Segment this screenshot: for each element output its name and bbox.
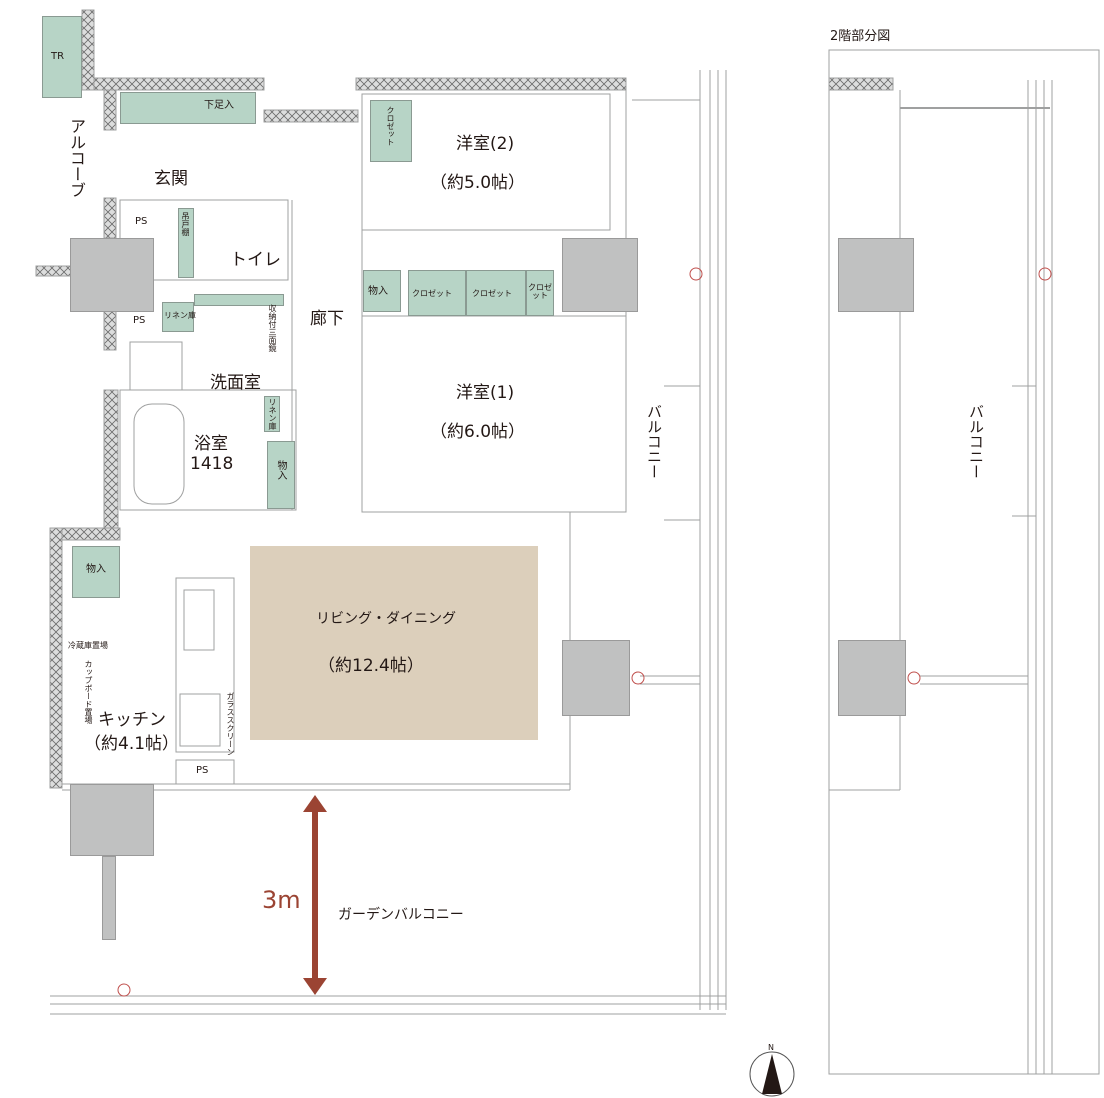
trunk-room — [42, 16, 82, 98]
storage-hallway-label: 物入 — [368, 286, 388, 297]
washroom-label: 洗面室 — [210, 373, 261, 393]
kitchen-name: キッチン — [98, 710, 166, 730]
living-dining-area — [250, 546, 538, 740]
bathroom-label: 浴室 — [194, 434, 228, 454]
western2-size: （約5.0帖） — [430, 173, 526, 193]
living-size: （約12.4帖） — [318, 656, 424, 676]
linen-left — [162, 302, 194, 332]
closet-a-label: クロゼット — [412, 289, 452, 298]
balcony-label: バルコニー — [645, 404, 663, 479]
floor2-balcony-label: バルコニー — [967, 404, 985, 479]
toilet-label: トイレ — [230, 250, 281, 270]
tr-label: TR — [51, 51, 65, 62]
dimension-label: 3m — [262, 886, 301, 914]
mirror-cabinet-label: 収納付三面鏡 — [268, 304, 277, 352]
storage-hallway — [363, 270, 401, 312]
column-2f — [838, 238, 914, 312]
closet-b-label: クロゼット — [472, 289, 512, 298]
hallway-label: 廊下 — [310, 309, 344, 329]
column — [102, 856, 116, 940]
hanging-shelf-label: 吊戸棚 — [181, 212, 190, 236]
cupboard-space-label: カップボード置場 — [84, 660, 93, 724]
compass-n: N — [768, 1043, 774, 1052]
compass-icon — [750, 1052, 794, 1096]
shoe-cabinet-label: 下足入 — [204, 100, 234, 111]
linen-right-label: リネン庫 — [268, 398, 277, 430]
linen-left-label: リネン庫 — [164, 311, 196, 320]
storage-bath — [267, 441, 295, 509]
closet-western2 — [370, 100, 412, 162]
closet-c — [526, 270, 554, 316]
entrance-label: 玄関 — [154, 169, 188, 189]
closet-a — [408, 270, 466, 316]
western1-size: （約6.0帖） — [430, 422, 526, 442]
linen-right — [264, 396, 280, 432]
living-name: リビング・ダイニング — [316, 611, 456, 627]
kitchen-size: （約4.1帖） — [84, 734, 180, 754]
western1-name: 洋室(1) — [456, 383, 515, 403]
ps-entrance-label: PS — [135, 216, 148, 227]
storage-bath-label: 物入 — [275, 460, 286, 480]
garden-balcony-label: ガーデンバルコニー — [338, 907, 464, 923]
column — [70, 784, 154, 856]
column — [562, 238, 638, 312]
hanging-shelf — [178, 208, 194, 278]
column-2f — [838, 640, 906, 716]
floor2-title: 2階部分図 — [830, 29, 891, 44]
fridge-space-label: 冷蔵庫置場 — [68, 641, 108, 650]
storage-kitchen-label: 物入 — [86, 564, 106, 575]
ps-wash-label: PS — [133, 315, 146, 326]
mirror-cabinet — [194, 294, 284, 306]
bathroom-size: 1418 — [190, 454, 234, 474]
alcove-label: アルコーブ — [67, 118, 86, 198]
column — [562, 640, 630, 716]
column — [70, 238, 154, 312]
closet-c-label: クロゼット — [528, 283, 552, 300]
closet-b — [466, 270, 526, 316]
closet-w2-label: クロゼット — [386, 106, 395, 146]
western2-name: 洋室(2) — [456, 134, 515, 154]
storage-kitchen — [72, 546, 120, 598]
shoe-cabinet — [120, 92, 256, 124]
ps-kitchen-label: PS — [196, 765, 209, 776]
glass-screen-label: ガラススクリーン — [226, 692, 235, 756]
